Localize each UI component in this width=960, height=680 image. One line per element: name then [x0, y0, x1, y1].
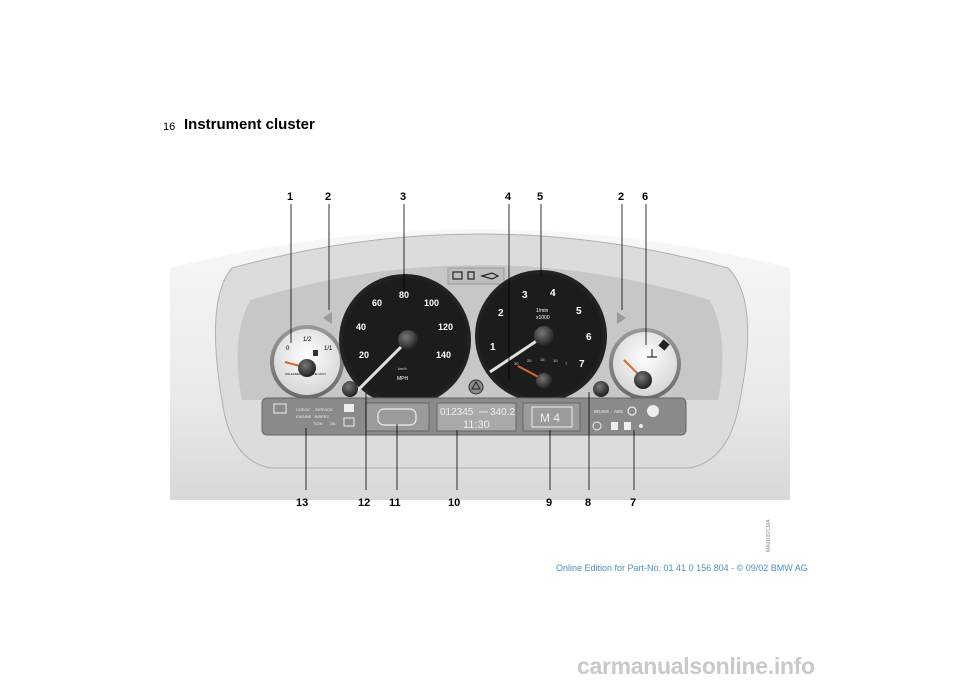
callout-9: 9: [546, 497, 552, 509]
exterior-light-icon: [273, 403, 287, 414]
econ-tick-30: 30: [514, 361, 519, 366]
speedo-tick-80: 80: [399, 290, 409, 300]
speedo-tick-60: 60: [372, 298, 382, 308]
econ-hub: [536, 373, 552, 389]
trip-value: 340.2: [490, 407, 515, 418]
callout-2-right: 2: [618, 191, 624, 203]
callout-1-top: 1: [287, 191, 293, 203]
footer-edition-link[interactable]: Online Edition for Part-No. 01 41 0 156 …: [556, 563, 808, 573]
econ-tick-20: 20: [527, 358, 532, 363]
callout-8: 8: [585, 497, 591, 509]
callout-3: 3: [400, 191, 406, 203]
car-status-display: [365, 402, 430, 432]
speedo-unit-small: km/h: [398, 366, 407, 371]
speedo-unit: MPH: [397, 376, 409, 382]
airbag-icon: [611, 422, 618, 430]
tach-needle: [489, 334, 545, 374]
callout-10: 10: [448, 497, 460, 509]
speedo-tick-40: 40: [356, 322, 366, 332]
fuel-gauge-hub: [298, 359, 316, 377]
callout-numbers: 1 2 3 4 5 2 6 13 12 11 10 9 8 7: [287, 191, 648, 509]
tach-unit-line2: x1000: [536, 315, 550, 321]
fuel-mark-full: 1/1: [324, 346, 333, 352]
watermark: carmanualsonline.info: [577, 653, 815, 679]
headlight-icon: [467, 271, 475, 280]
callout-12: 12: [358, 497, 370, 509]
callout-11: 11: [389, 497, 401, 509]
tach-tick-6: 6: [586, 332, 592, 343]
seatbelt-icon: [344, 404, 354, 412]
tach-tick-3: 3: [522, 290, 528, 301]
clock-set-knob: [593, 381, 609, 397]
tach-tick-5: 5: [576, 306, 582, 317]
service-line3: TION OIL: [313, 421, 337, 426]
odometer-value: 012345: [440, 407, 474, 418]
thermometer-icon: [647, 349, 657, 358]
callout-6: 6: [642, 191, 648, 203]
econ-tick-10: 10: [553, 358, 558, 363]
speedo-tick-140: 140: [436, 350, 451, 360]
speedo-hub: [398, 330, 418, 350]
speedo-tick-20: 20: [359, 350, 369, 360]
oil-can-icon: [479, 272, 500, 280]
tire-pressure-icon: [647, 405, 659, 417]
tachometer: 1 2 3 4 5 6 7 1/min x1000 30 20 15 10 7: [468, 270, 607, 402]
coolant-hub: [634, 371, 652, 389]
speedo-needle: [354, 338, 410, 394]
page-number: 16: [163, 121, 176, 133]
odometer-display: [436, 402, 517, 432]
callout-leader-lines: [290, 204, 647, 490]
trip-reset-knob: [342, 381, 358, 397]
callout-2-left: 2: [325, 191, 331, 203]
speedo-tick-100: 100: [424, 298, 439, 308]
warning-lamp-strip: [447, 267, 505, 285]
fuel-mark-empty: 0: [286, 346, 290, 352]
callout-7: 7: [630, 497, 636, 509]
figure-code: MA01007CMA: [766, 519, 772, 552]
gear-value: M 4: [540, 411, 560, 425]
econ-tick-7: 7: [565, 361, 568, 366]
stability-warning-icon: [468, 379, 484, 395]
engine-lamp-icon: [627, 406, 637, 416]
econ-tick-15: 15: [540, 357, 545, 362]
tach-tick-1: 1: [490, 342, 496, 353]
abs-lamp-label: ABS: [614, 409, 623, 414]
tach-unit-line1: 1/min: [536, 308, 548, 314]
fuel-gauge: 0 1/2 1/1 UNLEADED GASOLINE ONLY: [270, 325, 344, 399]
turn-signal-right-icon: [617, 312, 626, 324]
callout-5: 5: [537, 191, 543, 203]
cruise-icon: [592, 421, 602, 431]
clock-value: 11:30: [463, 419, 490, 431]
fuel-mark-half: 1/2: [303, 337, 312, 343]
service-line2: ENGINE INSPEC: [296, 414, 329, 419]
glow-icon: [639, 424, 643, 428]
brake-lamp-label: BRAKE: [594, 409, 609, 414]
washer-fluid-icon: [343, 417, 355, 427]
turn-signal-left-icon: [323, 312, 332, 324]
fuel-pump-icon: [313, 350, 318, 356]
tach-hub: [534, 326, 554, 346]
odometer-unit: miles: [479, 409, 488, 414]
tach-tick-2: 2: [498, 308, 504, 319]
speedometer: 20 40 60 80 100 120 140 km/h MPH: [339, 274, 471, 406]
tach-tick-7: 7: [579, 359, 585, 370]
speedo-tick-120: 120: [438, 322, 453, 332]
coolant-temp-gauge: [609, 328, 681, 400]
service-line1: CHECK SERVICE: [296, 407, 333, 412]
callout-13: 13: [296, 497, 308, 509]
tach-tick-4: 4: [550, 288, 556, 299]
page-title: Instrument cluster: [184, 116, 315, 133]
battery-icon: [452, 271, 463, 280]
callout-4: 4: [505, 191, 512, 203]
seat-occupancy-icon: [624, 422, 631, 430]
